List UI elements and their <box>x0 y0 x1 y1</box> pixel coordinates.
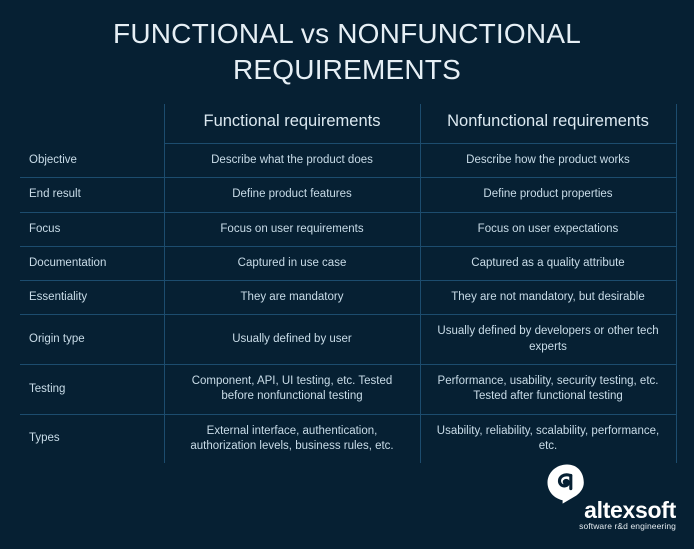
row-label: End result <box>20 177 164 213</box>
row-functional-value: Captured in use case <box>163 246 420 282</box>
comparison-table-wrapper: Functional requirements Nonfunctional re… <box>20 104 677 464</box>
row-label: Documentation <box>20 246 164 282</box>
table-row: Origin type Usually defined by user Usua… <box>20 314 677 365</box>
table-row: Focus Focus on user requirements Focus o… <box>20 212 677 247</box>
comparison-table: Functional requirements Nonfunctional re… <box>20 104 677 464</box>
row-functional-value: Usually defined by user <box>163 314 420 365</box>
speech-bubble-logo-icon <box>546 463 588 505</box>
table-row: Testing Component, API, UI testing, etc.… <box>20 364 677 415</box>
table-row: Documentation Captured in use case Captu… <box>20 246 677 282</box>
logo-wordmark: altexsoft <box>584 497 676 523</box>
table-row: Types External interface, authentication… <box>20 414 677 464</box>
table-header: Functional requirements Nonfunctional re… <box>20 104 677 144</box>
table-row: End result Define product features Defin… <box>20 177 677 213</box>
row-functional-value: Describe what the product does <box>163 143 420 179</box>
row-label: Testing <box>20 364 164 415</box>
row-nonfunctional-value: Captured as a quality attribute <box>419 246 677 282</box>
row-functional-value: They are mandatory <box>163 280 420 316</box>
row-nonfunctional-value: They are not mandatory, but desirable <box>419 280 677 316</box>
row-label: Objective <box>20 143 164 179</box>
row-nonfunctional-value: Focus on user expectations <box>419 212 677 247</box>
table-body: Objective Describe what the product does… <box>20 143 677 464</box>
row-label: Types <box>29 432 60 445</box>
row-functional-value: Focus on user requirements <box>163 212 420 247</box>
logo-tagline: software r&d engineering <box>579 521 676 531</box>
row-label: Essentiality <box>20 280 164 316</box>
table-header-row: Functional requirements Nonfunctional re… <box>20 104 677 144</box>
row-functional-value: External interface, authentication, auth… <box>163 414 420 464</box>
page-title: FUNCTIONAL vs NONFUNCTIONAL REQUIREMENTS <box>113 18 581 85</box>
row-nonfunctional-value: Define product properties <box>419 177 677 213</box>
row-functional-value: Component, API, UI testing, etc. Tested … <box>163 364 420 415</box>
row-label: Origin type <box>20 314 164 365</box>
row-functional-value: Define product features <box>163 177 420 213</box>
row-nonfunctional-value: Performance, usability, security testing… <box>419 364 677 415</box>
row-nonfunctional-value: Usually defined by developers or other t… <box>419 314 677 365</box>
altexsoft-logo: altexsoft software r&d engineering <box>526 463 676 535</box>
table-row: Objective Describe what the product does… <box>20 143 677 179</box>
header-cell-functional: Functional requirements <box>163 104 420 144</box>
header-cell-blank <box>20 104 164 144</box>
row-nonfunctional-value: Usability, reliability, scalability, per… <box>419 414 677 464</box>
table-row: Essentiality They are mandatory They are… <box>20 280 677 316</box>
row-label: Focus <box>20 212 164 247</box>
row-nonfunctional-value: Describe how the product works <box>419 143 677 179</box>
header-cell-nonfunctional: Nonfunctional requirements <box>419 104 677 144</box>
